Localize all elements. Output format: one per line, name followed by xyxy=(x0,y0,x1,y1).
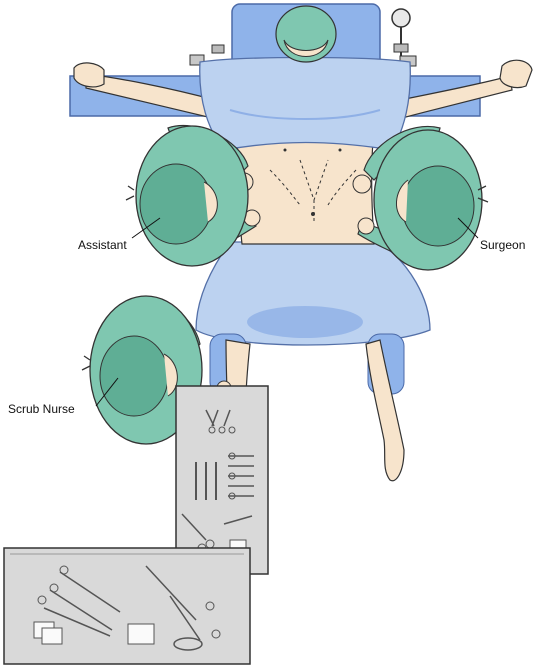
surgeon-label: Surgeon xyxy=(480,238,526,252)
scalpel-icon xyxy=(195,462,217,500)
surgeon-figure xyxy=(352,125,489,271)
scissors-icon xyxy=(37,595,111,637)
clamp-icon xyxy=(205,409,236,434)
surgeon-leader-line xyxy=(457,217,479,239)
forceps-icon xyxy=(223,515,253,525)
mayo-stand-tray xyxy=(175,385,269,575)
back-instrument-table xyxy=(3,547,251,665)
clamp-icon xyxy=(228,452,254,500)
assistant-leader-line xyxy=(131,217,161,239)
scrub-nurse-figure xyxy=(81,295,232,445)
upper-drape xyxy=(199,56,411,151)
patient-arms xyxy=(73,59,533,119)
scrub-nurse-leader-line xyxy=(95,377,119,407)
patient-head xyxy=(275,5,337,63)
assistant-label: Assistant xyxy=(78,238,127,252)
forceps-icon xyxy=(145,565,221,641)
gauze-icon xyxy=(33,621,63,645)
scrub-nurse-label: Scrub Nurse xyxy=(8,402,75,416)
assistant-figure xyxy=(125,124,261,267)
gauze-icon xyxy=(127,623,203,651)
clamp-icon xyxy=(49,565,121,631)
